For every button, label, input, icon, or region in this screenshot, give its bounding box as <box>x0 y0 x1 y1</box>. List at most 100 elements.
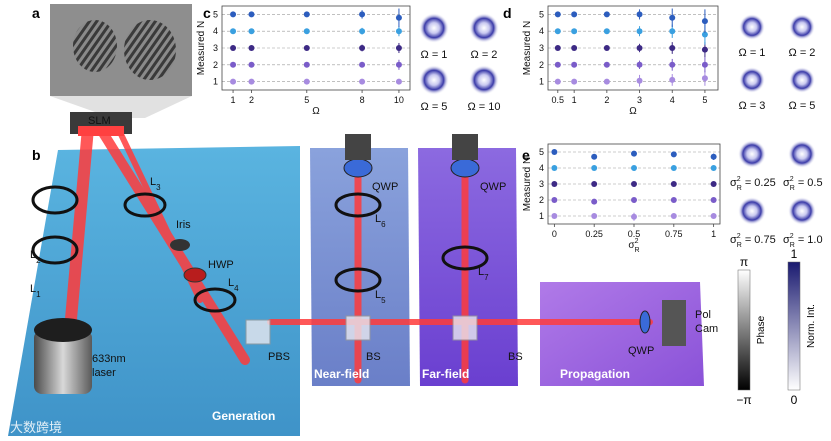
point-d-3-4 <box>669 28 676 35</box>
label-l7: L7 <box>478 266 489 282</box>
point-e-4-3 <box>670 151 677 158</box>
point-d-4-5 <box>701 18 708 25</box>
point-e-4-0 <box>551 149 558 155</box>
label-qwp-prop: QWP <box>628 345 654 357</box>
slm-projection <box>50 96 192 118</box>
xtick-c-0: 1 <box>231 95 236 105</box>
point-d-2-0 <box>554 45 561 51</box>
point-c-4-1 <box>248 11 255 18</box>
point-c-1-3 <box>359 61 366 68</box>
point-d-2-3 <box>636 45 643 51</box>
point-d-4-3 <box>636 11 643 18</box>
point-e-1-0 <box>551 197 558 203</box>
intensity-axis-label: Norm. Int. <box>806 304 817 348</box>
laser-body <box>34 330 92 394</box>
qwp-plate-near <box>343 158 373 178</box>
slm-screen <box>78 126 124 136</box>
point-e-2-2 <box>631 181 637 187</box>
label-bs-near: BS <box>366 351 381 363</box>
slm-device <box>70 112 132 136</box>
stage-label-generation: Generation <box>212 409 275 423</box>
ytick-d-4: 5 <box>539 9 544 19</box>
laser-device <box>34 318 92 394</box>
point-c-4-4 <box>395 14 402 21</box>
point-c-4-2 <box>303 11 310 18</box>
inset-c-mode-10 <box>469 65 499 95</box>
point-e-2-1 <box>591 181 598 187</box>
label-laser-line2: laser <box>92 367 116 379</box>
point-c-1-4 <box>395 61 402 68</box>
point-c-3-1 <box>248 28 255 35</box>
stage-label-near-field: Near-field <box>314 367 369 381</box>
inset-d-caption-1: Ω = 1 <box>739 47 766 59</box>
qwp-plate-far <box>450 158 480 178</box>
point-c-3-2 <box>303 28 310 35</box>
point-e-4-1 <box>591 153 598 160</box>
point-e-3-1 <box>591 165 598 171</box>
xtick-c-1: 2 <box>249 95 254 105</box>
panel-label-b: b <box>32 147 41 163</box>
point-e-1-3 <box>670 197 677 203</box>
point-d-3-2 <box>603 28 610 35</box>
point-c-1-2 <box>303 61 310 68</box>
point-e-0-1 <box>591 213 598 219</box>
phase-top-label: π <box>740 255 748 269</box>
point-d-0-5 <box>701 75 708 82</box>
point-d-0-3 <box>636 77 643 84</box>
point-e-0-0 <box>551 213 558 219</box>
point-c-2-1 <box>248 45 255 51</box>
ytick-c-1: 2 <box>213 60 218 70</box>
ytick-c-3: 4 <box>213 26 218 36</box>
camera-far <box>452 134 478 160</box>
inset-d-caption-4: Ω = 5 <box>789 100 816 112</box>
ytick-d-2: 3 <box>539 43 544 53</box>
point-c-0-2 <box>303 78 310 85</box>
point-c-4-3 <box>359 11 366 18</box>
point-e-3-0 <box>551 165 558 171</box>
xtick-c-4: 10 <box>394 95 404 105</box>
insets-d: Ω = 1 Ω = 2 Ω = 3 Ω = 5 <box>739 14 816 112</box>
bs-cube-near <box>345 315 371 341</box>
pol-cam-body <box>662 300 686 346</box>
lens-l5-ring <box>334 267 382 293</box>
xtick-e-2: 0.5 <box>628 229 641 239</box>
point-d-4-1 <box>571 11 578 18</box>
label-qwp-far: QWP <box>480 181 506 193</box>
lens-l1-ring <box>31 185 79 215</box>
point-d-0-0 <box>554 78 561 85</box>
point-e-2-0 <box>551 181 558 187</box>
point-e-4-2 <box>631 150 637 157</box>
xtick-e-1: 0.25 <box>585 229 603 239</box>
label-laser-line1: 633nm <box>92 353 126 365</box>
xtick-d-5: 5 <box>702 95 707 105</box>
ytick-d-3: 4 <box>539 26 544 36</box>
xtick-e-0: 0 <box>552 229 557 239</box>
label-slm: SLM <box>88 115 111 127</box>
xtick-d-1: 1 <box>572 95 577 105</box>
phase-bottom-label: −π <box>736 393 751 407</box>
label-hwp: HWP <box>208 259 234 271</box>
point-d-3-1 <box>571 28 578 35</box>
inset-c-mode-1 <box>419 13 449 43</box>
point-d-3-0 <box>554 28 561 35</box>
point-e-1-1 <box>591 198 598 205</box>
inset-e-mode-1 <box>738 140 766 168</box>
point-d-1-4 <box>669 61 676 68</box>
inset-d-mode-2 <box>789 14 815 40</box>
plot-frame-e <box>547 143 721 225</box>
xtick-e-4: 1 <box>711 229 716 239</box>
point-c-2-4 <box>395 45 402 51</box>
label-polcam-line1: Pol <box>695 309 711 321</box>
camera-near <box>345 134 371 160</box>
point-d-1-2 <box>603 61 610 68</box>
inset-e-mode-3 <box>738 197 766 225</box>
phase-colorbar <box>737 269 751 391</box>
label-polcam-line2: Cam <box>695 323 718 335</box>
label-l3: L3 <box>150 176 161 192</box>
watermark-text: 大数跨境 <box>10 420 62 435</box>
xtick-d-3: 3 <box>637 95 642 105</box>
point-e-1-2 <box>631 197 637 203</box>
